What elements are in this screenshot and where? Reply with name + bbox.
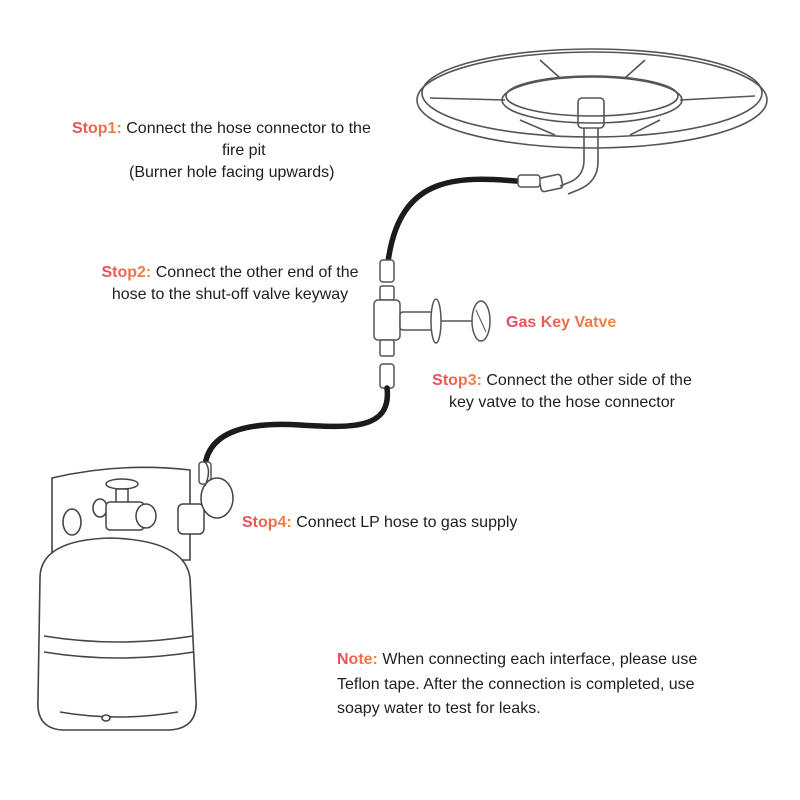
- note-line3: soapy water to test for leaks.: [337, 700, 541, 717]
- step1-line2: fire pit: [222, 142, 266, 159]
- step3-line1: Connect the other side of the: [486, 372, 692, 389]
- step2-tag: Stop2:: [101, 264, 152, 281]
- note-line1: When connecting each interface, please u…: [382, 651, 698, 668]
- note-line2: Teflon tape. After the connection is com…: [337, 675, 695, 693]
- step3-line2: key vatve to the hose connector: [449, 394, 675, 411]
- lower-gas-hose-icon: [198, 363, 395, 485]
- step1-line3: (Burner hole facing upwards): [129, 164, 335, 181]
- step1-line1: Connect the hose connector to the: [126, 120, 371, 137]
- step3-tag: Stop3:: [432, 372, 482, 389]
- upper-gas-hose-icon: [379, 174, 541, 283]
- note-tag: Note:: [337, 651, 378, 668]
- step4-line1: Connect LP hose to gas supply: [296, 514, 518, 531]
- step4-instruction: Stop4: Connect LP hose to gas supply: [242, 512, 582, 534]
- step1-tag: Stop1:: [72, 120, 122, 137]
- step3-instruction: Stop3: Connect the other side of the key…: [412, 370, 712, 414]
- note-text: Note: When connecting each interface, pl…: [337, 648, 767, 722]
- gas-key-icon: [441, 300, 491, 342]
- step2-instruction: Stop2: Connect the other end of the hose…: [80, 262, 380, 306]
- step2-line1: Connect the other end of the: [155, 264, 359, 281]
- shut-off-valve-icon: [373, 285, 442, 357]
- step4-tag: Stop4:: [242, 514, 292, 531]
- propane-tank-icon: [37, 466, 197, 731]
- fire-pit-burner-ring-icon: [416, 48, 768, 195]
- gas-key-valve-label: Gas Key Vatve: [506, 314, 617, 331]
- regulator-icon: [105, 461, 234, 535]
- step1-instruction: Stop1: Connect the hose connector to the…: [72, 118, 432, 184]
- step2-line2: hose to the shut-off valve keyway: [111, 286, 349, 303]
